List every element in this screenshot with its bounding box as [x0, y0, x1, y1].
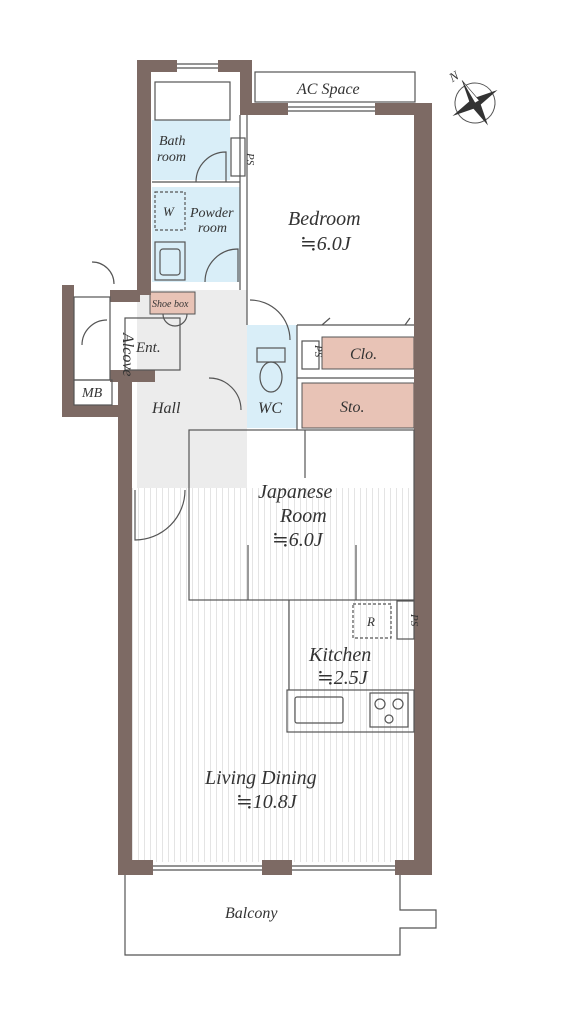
refrigerator-label: R	[366, 614, 375, 629]
ps-bath-label: PS	[244, 152, 256, 166]
powder-label-1: Powder	[189, 206, 234, 221]
bedroom-label: Bedroom	[288, 208, 361, 230]
ac-space-label: AC Space	[296, 81, 360, 98]
japanese-room-size: ≒6.0J	[272, 529, 324, 551]
living-floor	[130, 488, 414, 862]
bath-label-1: Bath	[159, 134, 185, 149]
ps-wc-label: PS	[312, 344, 324, 358]
door-swings	[81, 151, 411, 541]
shoe-box-label: Shoe box	[152, 299, 189, 310]
balcony-label: Balcony	[225, 905, 278, 922]
entrance-label: Ent.	[135, 340, 161, 356]
storage-label: Sto.	[340, 399, 364, 416]
wc-area	[247, 325, 297, 428]
wc-label: WC	[258, 400, 282, 417]
compass-rose	[452, 80, 498, 126]
closet-label: Clo.	[350, 346, 377, 363]
shoe-box	[149, 291, 196, 315]
alcove-label: Alcove	[119, 332, 136, 377]
bath-area	[152, 120, 230, 180]
living-dining-size: ≒10.8J	[236, 791, 298, 813]
ps-kitchen-label: PS	[408, 613, 420, 627]
bath-label-2: room	[157, 150, 186, 165]
japanese-room-label-2: Room	[279, 505, 327, 527]
compass-north-label: N	[445, 67, 462, 85]
bedroom-size: ≒6.0J	[300, 233, 352, 255]
powder-label-2: room	[198, 221, 227, 236]
living-dining-label: Living Dining	[204, 767, 317, 789]
kitchen-label: Kitchen	[308, 644, 371, 666]
hall-floor	[137, 290, 247, 488]
japanese-room-label-1: Japanese	[258, 481, 333, 503]
kitchen-size: ≒2.5J	[317, 667, 369, 689]
hall-label: Hall	[151, 400, 181, 417]
closet-box	[321, 336, 415, 370]
powder-area	[152, 187, 240, 282]
mb-label: MB	[81, 386, 103, 401]
washer-label: W	[163, 204, 175, 219]
walls	[62, 60, 432, 875]
